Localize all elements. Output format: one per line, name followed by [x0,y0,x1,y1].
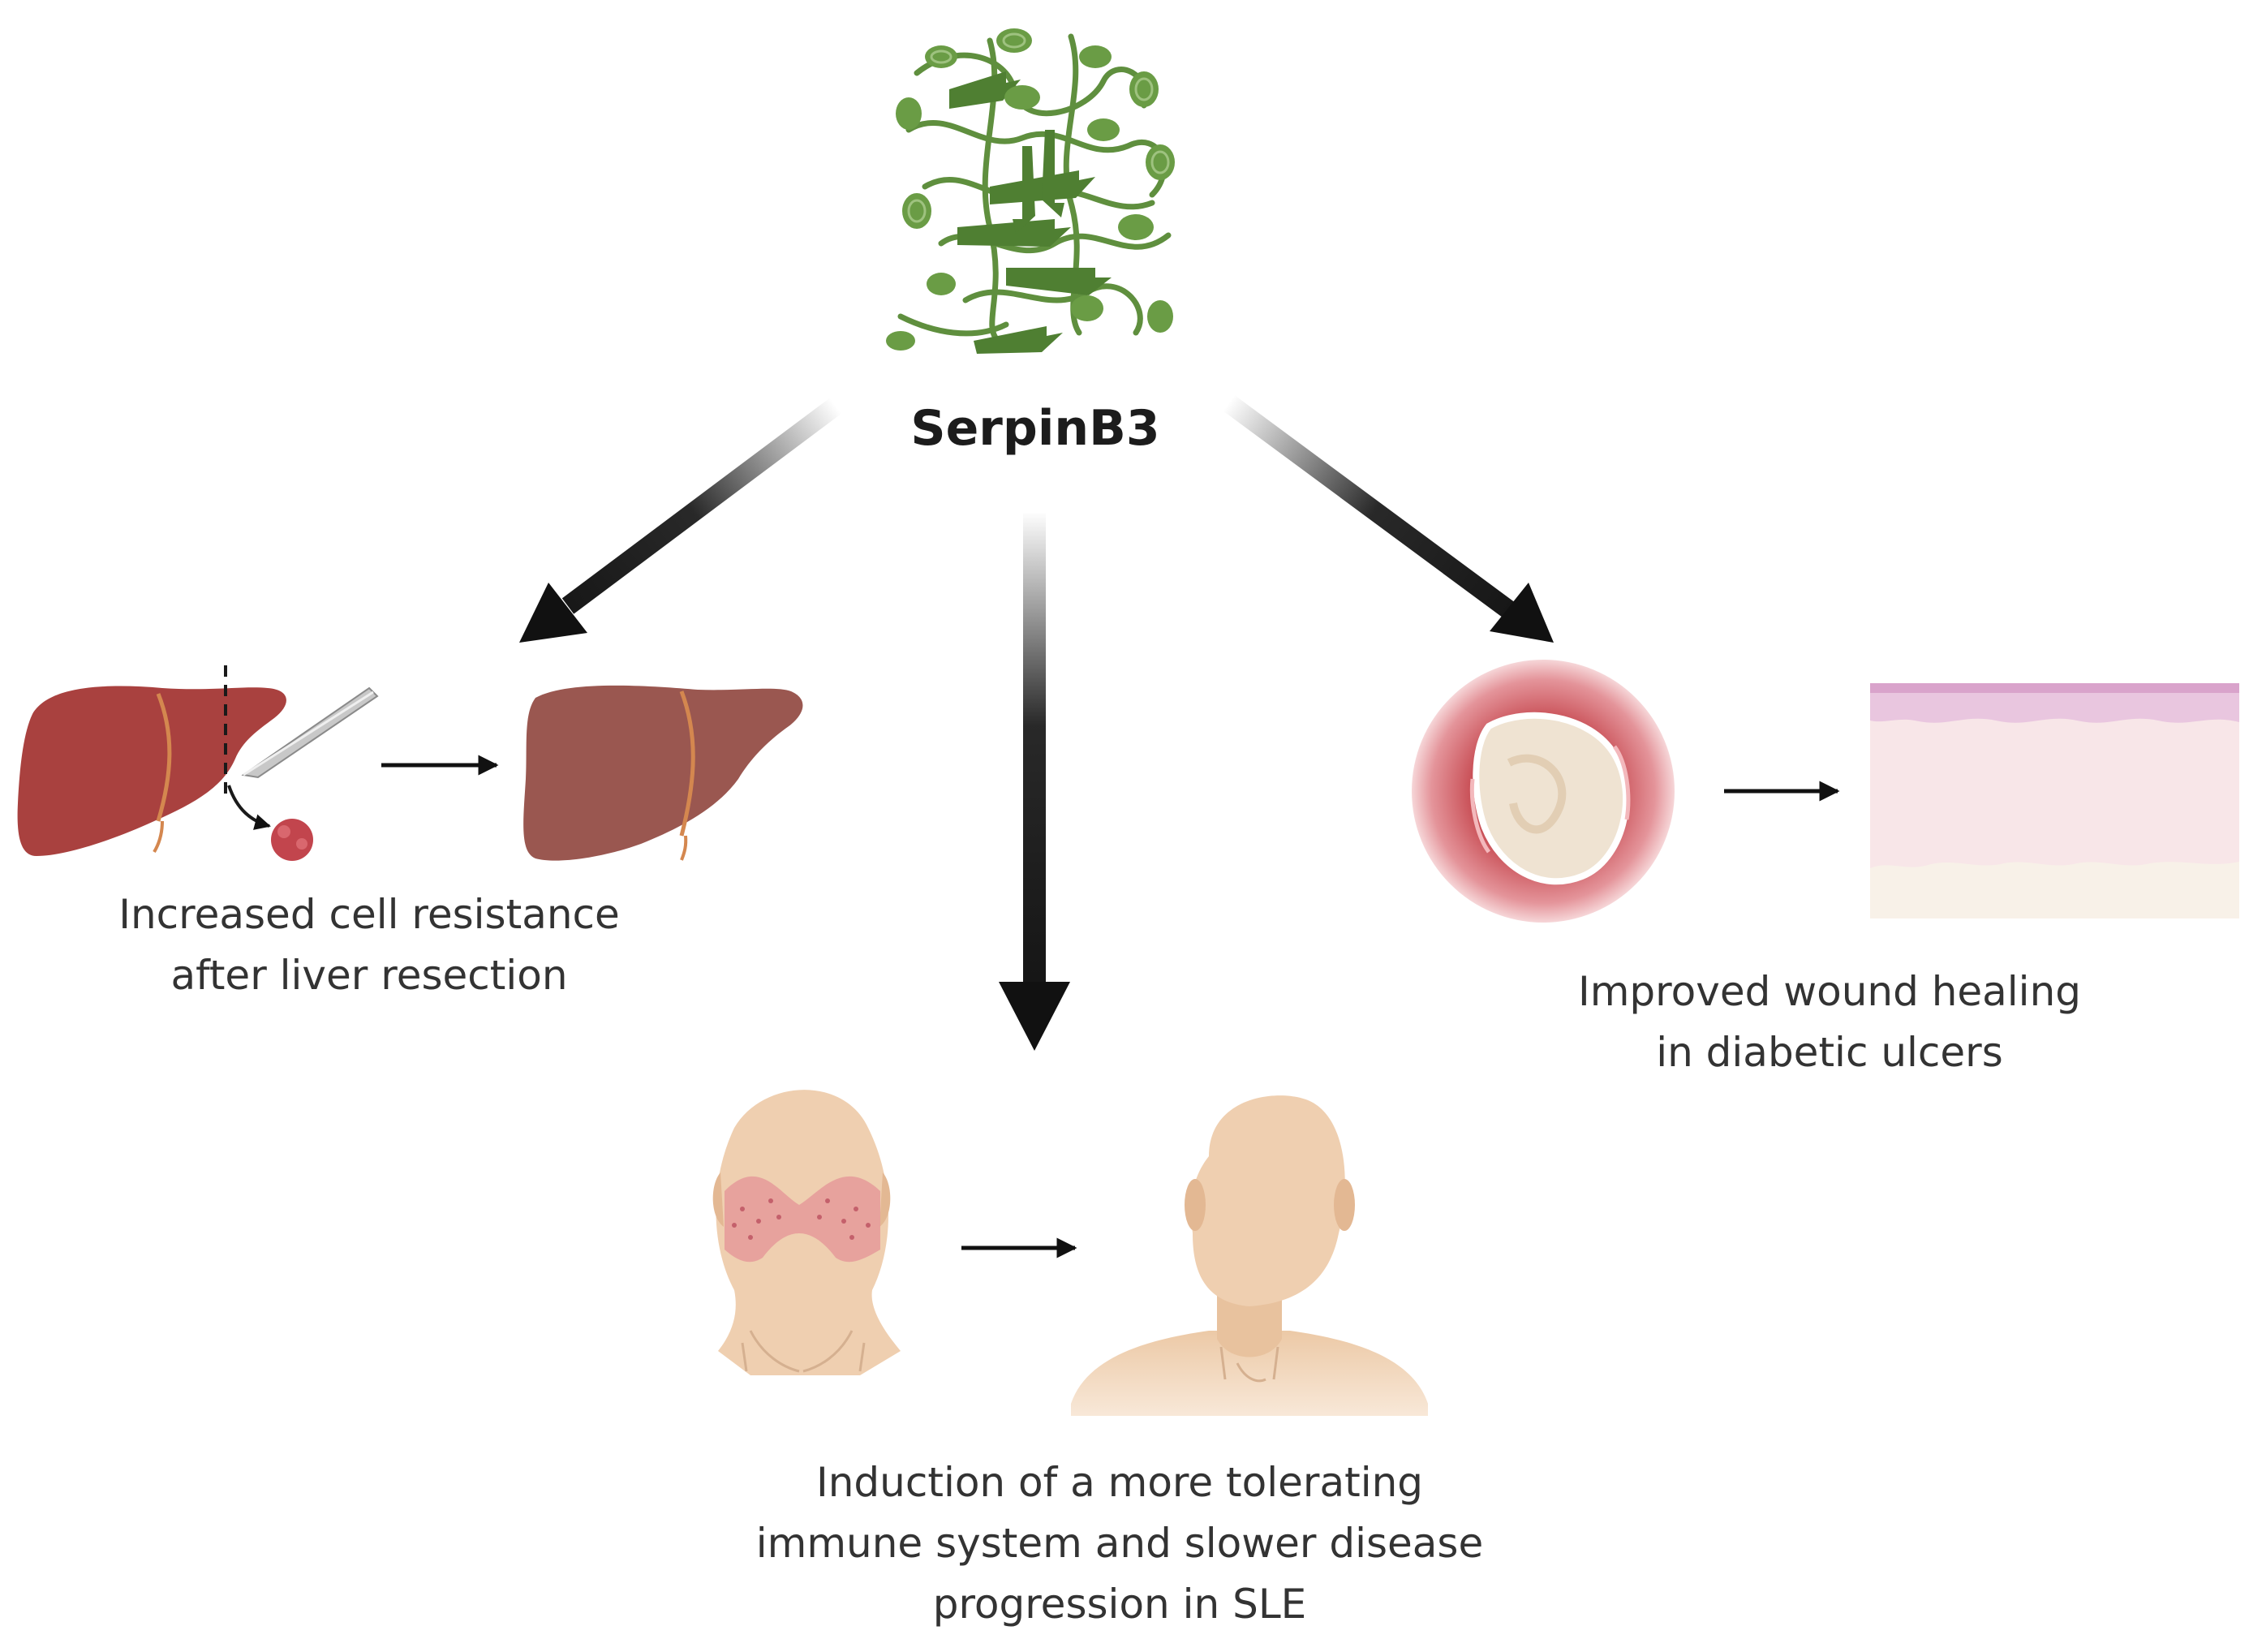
arrow-to-liver [519,398,842,643]
liver-resection-icon [17,665,379,861]
sle-effect-label: Induction of a more tolerating immune sy… [755,1459,1484,1628]
diabetic-ulcer-icon [1412,660,1675,923]
healthy-head-icon [1071,1095,1428,1416]
protein-structure-icon [886,28,1175,354]
face-with-malar-rash-icon [712,1090,901,1375]
scalpel-icon [241,686,379,779]
protein-title: SerpinB3 [910,400,1160,457]
arrow-to-wound [1223,395,1554,643]
liver-effect-label: Increased cell resistance after liver re… [118,891,620,999]
healthy-skin-layers-icon [1870,683,2239,918]
regenerated-liver-icon [523,685,803,861]
arrow-to-sle [999,513,1070,1051]
wound-effect-label: Improved wound healing in diabetic ulcer… [1577,968,2082,1076]
resected-tissue-icon [271,819,313,861]
